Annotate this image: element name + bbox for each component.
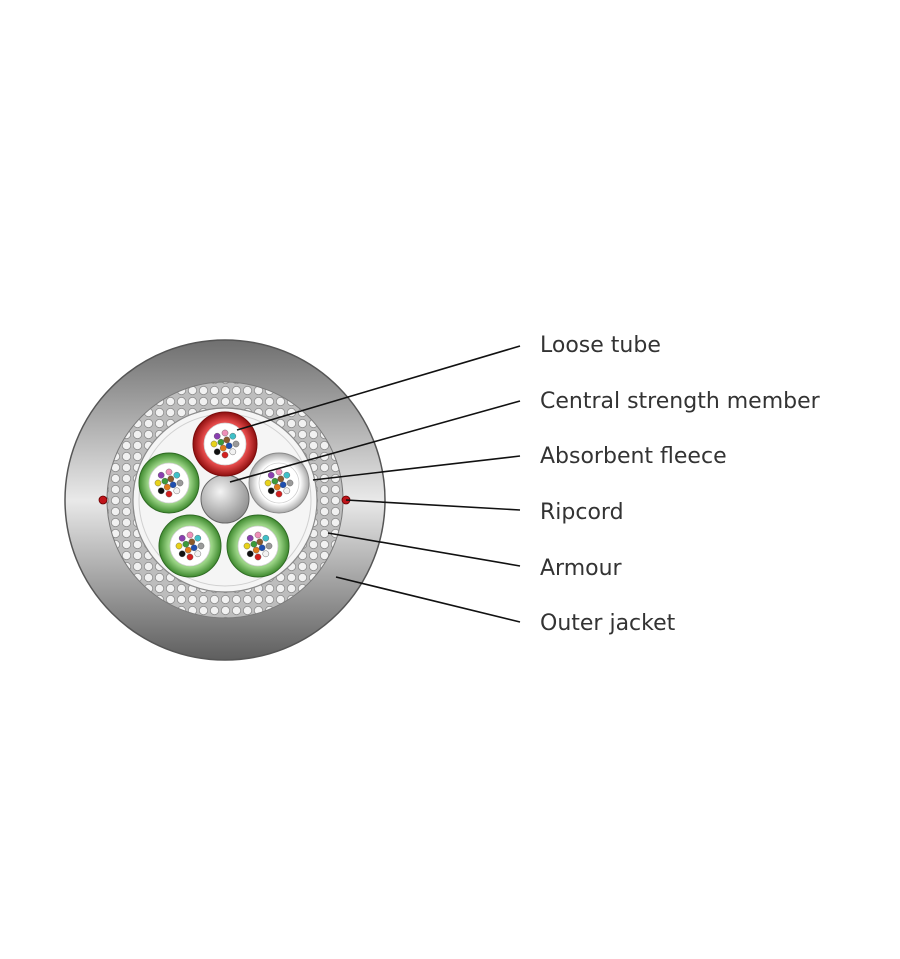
optical-fiber	[194, 550, 202, 558]
optical-fiber	[225, 442, 233, 450]
optical-fiber	[169, 481, 177, 489]
leader-line-ripcord	[345, 499, 521, 511]
optical-fiber	[275, 490, 283, 498]
optical-fiber	[273, 483, 281, 491]
optical-fiber	[246, 550, 254, 558]
leader-line-outer-jacket	[335, 576, 521, 623]
optical-fiber	[173, 487, 181, 495]
optical-fiber	[184, 546, 192, 554]
optical-fiber	[246, 534, 254, 542]
optical-fiber	[229, 448, 237, 456]
optical-fiber	[221, 429, 229, 437]
optical-fiber	[178, 550, 186, 558]
optical-fiber	[190, 544, 198, 552]
optical-fiber	[223, 436, 231, 444]
optical-fiber	[267, 471, 275, 479]
optical-fiber	[165, 490, 173, 498]
optical-fiber	[265, 542, 273, 550]
optical-fiber	[197, 542, 205, 550]
optical-fiber	[262, 534, 270, 542]
optical-fiber	[217, 438, 225, 446]
optical-fiber	[213, 432, 221, 440]
label-central-strength-member: Central strength member	[540, 389, 820, 414]
label-absorbent-fleece: Absorbent fleece	[540, 444, 727, 469]
optical-fiber	[275, 468, 283, 476]
label-armour: Armour	[540, 556, 622, 581]
optical-fiber	[279, 481, 287, 489]
optical-fiber	[243, 542, 251, 550]
optical-fiber	[182, 540, 190, 548]
optical-fiber	[165, 468, 173, 476]
optical-fibers-group	[154, 429, 294, 561]
optical-fiber	[221, 451, 229, 459]
leader-line-absorbent-fleece	[312, 455, 521, 481]
optical-fiber	[188, 538, 196, 546]
optical-fiber	[286, 479, 294, 487]
optical-fiber	[254, 531, 262, 539]
optical-fiber	[178, 534, 186, 542]
optical-fiber	[250, 540, 258, 548]
optical-fiber	[186, 553, 194, 561]
leader-line-loose-tube	[236, 345, 521, 431]
optical-fiber	[167, 475, 175, 483]
label-loose-tube: Loose tube	[540, 333, 661, 358]
optical-fiber	[157, 487, 165, 495]
optical-fiber	[176, 479, 184, 487]
optical-fiber	[232, 440, 240, 448]
optical-fiber	[271, 477, 279, 485]
optical-fiber	[254, 553, 262, 561]
tube-interior	[203, 422, 247, 466]
optical-fiber	[213, 448, 221, 456]
ripcord-left	[98, 495, 108, 505]
optical-fiber	[163, 483, 171, 491]
optical-fiber	[258, 544, 266, 552]
label-ripcord: Ripcord	[540, 500, 624, 525]
central-strength-member	[200, 474, 250, 524]
optical-fiber	[173, 471, 181, 479]
optical-fiber	[283, 471, 291, 479]
leader-line-central-strength-member	[229, 400, 521, 483]
optical-fiber	[157, 471, 165, 479]
optical-fiber	[229, 432, 237, 440]
optical-fiber	[161, 477, 169, 485]
optical-fiber	[219, 444, 227, 452]
optical-fiber	[210, 440, 218, 448]
optical-fiber	[175, 542, 183, 550]
leader-line-armour	[327, 532, 521, 567]
optical-fiber	[267, 487, 275, 495]
optical-fiber	[262, 550, 270, 558]
optical-fiber	[252, 546, 260, 554]
optical-fiber	[154, 479, 162, 487]
optical-fiber	[194, 534, 202, 542]
optical-fiber	[264, 479, 272, 487]
optical-fiber	[186, 531, 194, 539]
label-outer-jacket: Outer jacket	[540, 611, 676, 636]
optical-fiber	[283, 487, 291, 495]
optical-fiber	[256, 538, 264, 546]
optical-fiber	[277, 475, 285, 483]
